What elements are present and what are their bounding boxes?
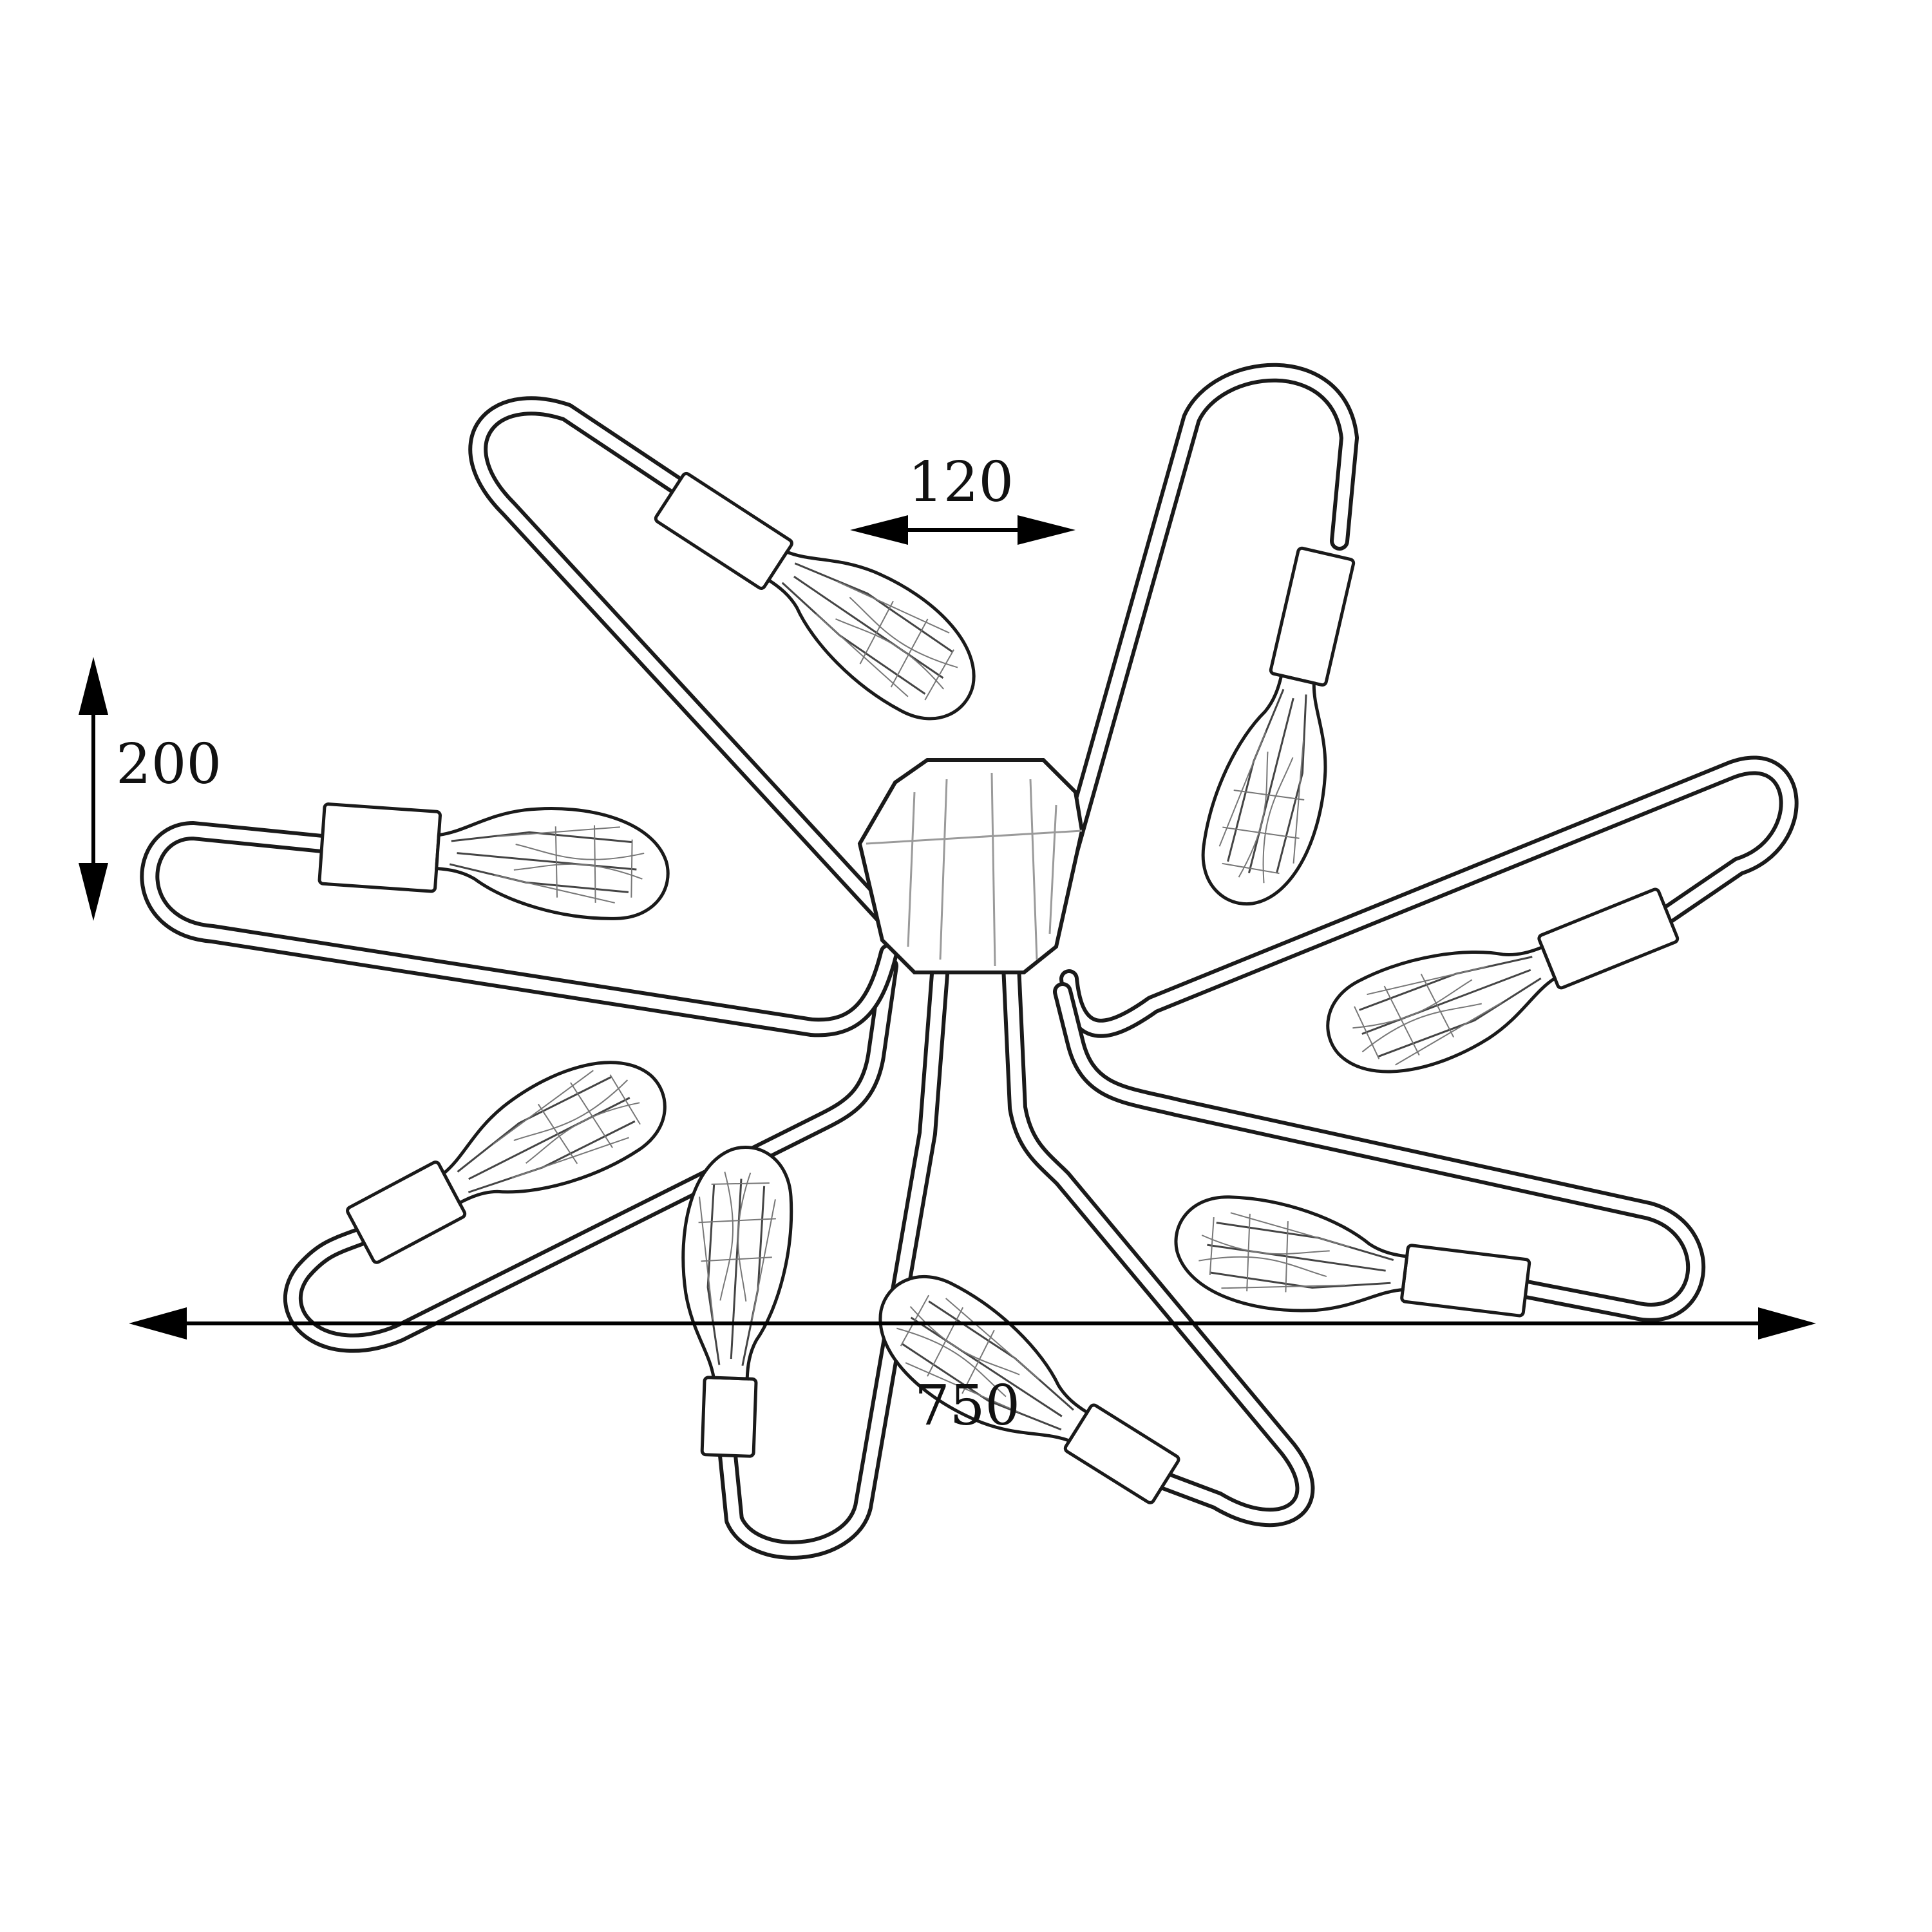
overall-width-label: 750 [914, 1374, 1021, 1438]
socket-bulb-7 [346, 1034, 681, 1264]
dimension-canopy-width [850, 515, 1075, 545]
height-label: 200 [116, 732, 222, 797]
fixture-arms [140, 363, 1799, 1560]
socket-bulb-3 [1313, 887, 1680, 1097]
canopy [857, 758, 1084, 974]
dimension-height [79, 657, 108, 921]
dimension-overall-width [129, 1307, 1816, 1340]
socket-bulb-8 [317, 792, 672, 923]
socket-bulb-5 [855, 1257, 1180, 1504]
socket-bulb-1 [654, 471, 999, 739]
canopy-width-label: 120 [908, 450, 1014, 515]
socket-bulb-2 [1192, 546, 1356, 916]
socket-bulb-6 [676, 1145, 793, 1458]
socket-bulb-4 [1169, 1190, 1531, 1339]
